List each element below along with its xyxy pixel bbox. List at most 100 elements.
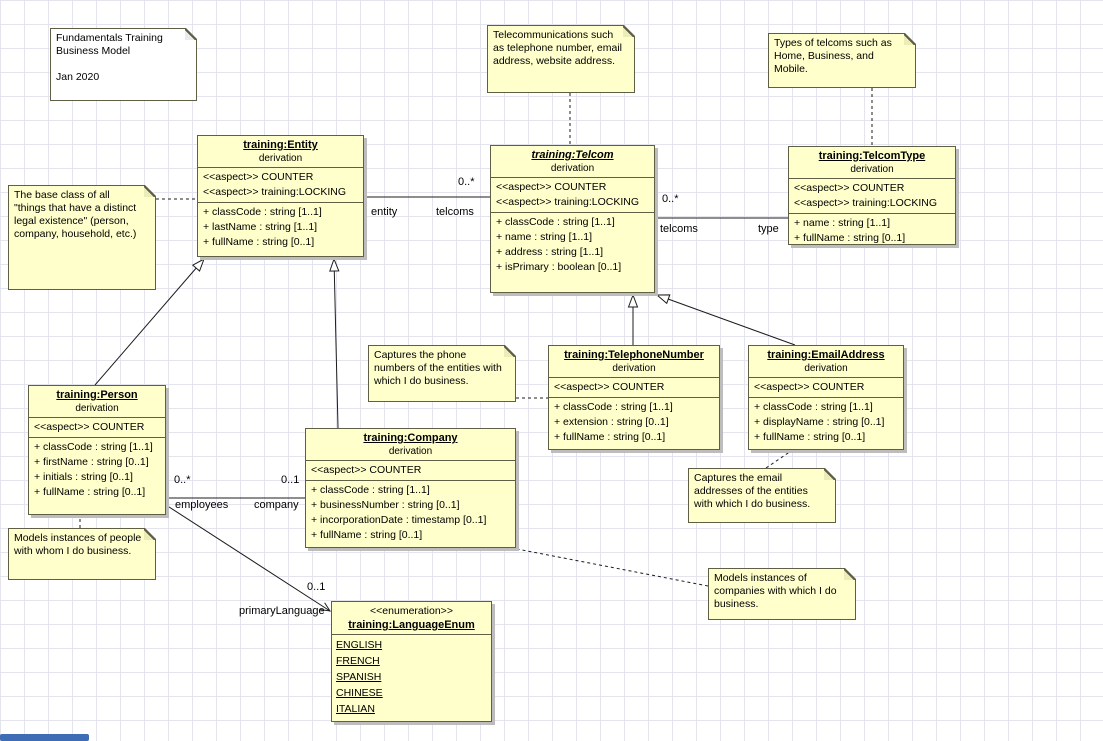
attribute-compartment: + classCode : string [1..1] + lastName :… (198, 202, 363, 252)
generalization-person-entity[interactable] (94, 257, 205, 386)
class-attribute: + extension : string [0..1] (554, 416, 669, 428)
class-attribute: + firstName : string [0..1] (34, 456, 149, 468)
note-paper (368, 345, 516, 402)
multiplicity-label: 0..1 (281, 474, 300, 486)
class-attribute: + name : string [1..1] (794, 217, 891, 229)
class-attribute: + classCode : string [1..1] (554, 401, 673, 413)
class-stereotype: <<aspect>> COUNTER (311, 464, 422, 476)
note-text: Models instances of companies with which… (714, 572, 837, 610)
compartment-label: derivation (550, 163, 595, 174)
enum-literal: FRENCH (336, 655, 380, 667)
note-paper (8, 185, 156, 290)
class-attribute: + fullName : string [0..1] (794, 232, 906, 244)
note-telcom-types[interactable]: Types of telcoms such as Home, Business,… (768, 33, 916, 88)
class-title: training:Entity (243, 139, 318, 151)
class-attribute: + initials : string [0..1] (34, 471, 133, 483)
note-text: The base class of all "things that have … (14, 189, 137, 240)
note-line: Fundamentals Training Business Model (56, 32, 163, 57)
note-fold-icon (144, 186, 155, 197)
class-attribute: + classCode : string [1..1] (754, 401, 873, 413)
class-stereotype: <<aspect>> COUNTER (34, 421, 145, 433)
class-attribute: + incorporationDate : timestamp [0..1] (311, 514, 487, 526)
anchor-companies-note-company[interactable] (516, 548, 709, 587)
generalization-company-entity[interactable] (329, 257, 340, 429)
compartment-label: derivation (612, 363, 656, 374)
class-title: training:Company (363, 432, 458, 444)
note-people[interactable]: Models instances of people with whom I d… (8, 528, 156, 580)
class-attribute: + lastName : string [1..1] (203, 221, 318, 233)
note-fold-icon (185, 29, 196, 40)
enum-literal: SPANISH (336, 671, 382, 683)
role-label: telcoms (436, 206, 474, 218)
note-email-addresses[interactable]: Captures the email addresses of the enti… (688, 468, 836, 523)
note-model-title[interactable]: Fundamentals Training Business Model Jan… (50, 28, 197, 101)
note-line: Jan 2020 (56, 71, 100, 83)
compartment-label: derivation (388, 446, 433, 457)
note-fold-icon (844, 569, 855, 580)
role-label: company (254, 499, 299, 511)
note-fold-icon (824, 469, 835, 480)
stereotype-compartment: <<aspect>> COUNTER <<aspect>> training:L… (789, 178, 955, 213)
class-attribute: + displayName : string [0..1] (754, 416, 885, 428)
note-base-class[interactable]: The base class of all "things that have … (8, 185, 156, 290)
note-fold-icon (623, 26, 634, 37)
class-title: training:EmailAddress (767, 349, 885, 361)
note-paper (688, 468, 836, 523)
class-attribute: + fullName : string [0..1] (311, 529, 423, 541)
class-attribute: + fullName : string [0..1] (203, 236, 315, 248)
class-title: training:TelephoneNumber (564, 349, 704, 361)
association-person-primarylanguage[interactable] (165, 504, 332, 612)
compartment-label: derivation (258, 153, 303, 164)
note-fold-icon (144, 529, 155, 540)
multiplicity-label: 0..* (174, 474, 191, 486)
class-attribute: + classCode : string [1..1] (496, 216, 615, 228)
stereotype-compartment: <<aspect>> COUNTER (306, 460, 515, 480)
class-training-person[interactable]: training:Person derivation <<aspect>> CO… (28, 385, 166, 515)
horizontal-scrollbar-thumb[interactable] (0, 734, 89, 741)
enumeration-stereotype: <<enumeration>> (370, 605, 453, 617)
class-title: training:Telcom (531, 149, 614, 161)
class-attribute: + fullName : string [0..1] (554, 431, 666, 443)
literal-compartment: ENGLISH FRENCH SPANISH CHINESE ITALIAN (332, 634, 491, 719)
stereotype-compartment: <<aspect>> COUNTER (749, 377, 903, 397)
role-label: telcoms (660, 223, 698, 235)
note-paper (768, 33, 916, 88)
note-paper (487, 25, 635, 93)
attribute-compartment: + name : string [1..1] + fullName : stri… (789, 213, 955, 244)
class-stereotype: <<aspect>> COUNTER (754, 381, 865, 393)
enum-literal: ITALIAN (336, 703, 375, 715)
class-training-telephonenumber[interactable]: training:TelephoneNumber derivation <<as… (548, 345, 720, 450)
enumeration-training-languageenum[interactable]: <<enumeration>> training:LanguageEnum EN… (331, 601, 492, 722)
stereotype-compartment: <<aspect>> COUNTER (549, 377, 719, 397)
note-phone-numbers[interactable]: Captures the phone numbers of the entiti… (368, 345, 516, 402)
class-training-telcomtype[interactable]: training:TelcomType derivation <<aspect>… (788, 146, 956, 245)
note-text: Telecommunications such as telephone num… (493, 29, 622, 67)
attribute-compartment: + classCode : string [1..1] + name : str… (491, 212, 654, 277)
note-fold-icon (504, 346, 515, 357)
note-companies[interactable]: Models instances of companies with which… (708, 568, 856, 620)
note-fold-icon (904, 34, 915, 45)
enumeration-title: training:LanguageEnum (348, 619, 475, 631)
class-training-entity[interactable]: training:Entity derivation <<aspect>> CO… (197, 135, 364, 257)
anchor-email-note-emailaddress[interactable] (765, 450, 792, 469)
class-stereotype: <<aspect>> training:LOCKING (794, 197, 937, 209)
multiplicity-label: 0..* (662, 193, 679, 205)
class-attribute: + fullName : string [0..1] (34, 486, 146, 498)
stereotype-compartment: <<aspect>> COUNTER <<aspect>> training:L… (491, 177, 654, 212)
note-telecommunications[interactable]: Telecommunications such as telephone num… (487, 25, 635, 93)
class-stereotype: <<aspect>> COUNTER (496, 181, 607, 193)
compartment-label: derivation (75, 403, 119, 414)
multiplicity-label: 0..* (458, 176, 475, 188)
note-paper (50, 28, 197, 101)
role-label: type (758, 223, 779, 235)
class-training-company[interactable]: training:Company derivation <<aspect>> C… (305, 428, 516, 548)
role-label: entity (371, 206, 398, 218)
class-attribute: + businessNumber : string [0..1] (311, 499, 460, 511)
class-training-emailaddress[interactable]: training:EmailAddress derivation <<aspec… (748, 345, 904, 450)
class-stereotype: <<aspect>> COUNTER (794, 182, 905, 194)
class-title: training:TelcomType (818, 150, 926, 162)
generalization-emailaddress-telcom[interactable] (655, 294, 796, 346)
class-training-telcom[interactable]: training:Telcom derivation <<aspect>> CO… (490, 145, 655, 293)
class-attribute: + isPrimary : boolean [0..1] (496, 261, 622, 273)
